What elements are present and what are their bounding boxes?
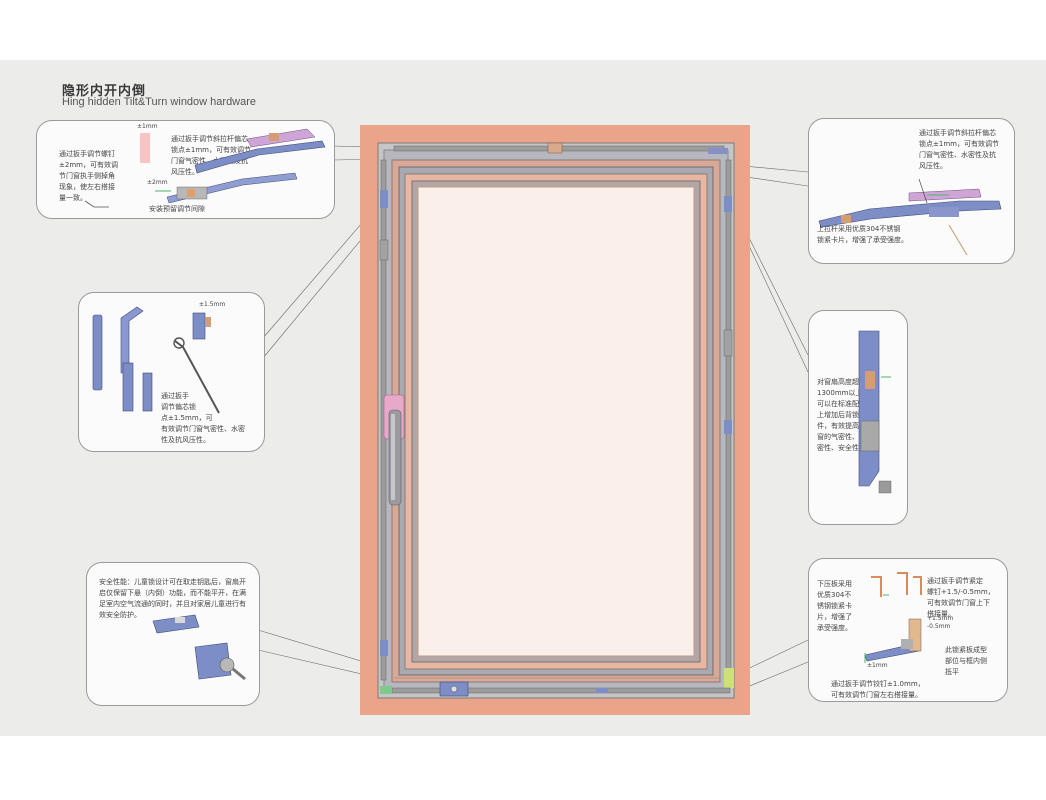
eccentric-lock-parts — [92, 306, 220, 414]
dim-top-left-1: ±1mm — [137, 123, 158, 130]
callout-top-left: 通过扳手调节螺钉 ±2mm，可有效调 节门窗执手侧掉角 现象，使左右搭接 量一致… — [36, 120, 335, 219]
callout-bottom-right-text-1: 下压板采用 优质304不 锈钢锁紧卡 片，增强了 承受强度。 — [817, 580, 852, 632]
child-lock-key-part — [152, 614, 246, 681]
callout-mid-left-text: 通过扳手 调节偏芯锁 点±1.5mm，可 有效调节门窗气密性、水密 性及抗风压性… — [161, 392, 245, 444]
callout-top-right: 通过扳手调节斜拉杆偏芯 锁点±1mm，可有效调节 门窗气密性、水密性及抗 风压性… — [808, 118, 1015, 264]
page-title-zh: 隐形内开内倒 — [62, 83, 147, 98]
pressure-plate-part — [864, 572, 922, 663]
callout-top-left-caption: 安装预留调节间隙 — [149, 205, 205, 213]
callout-mid-right-text: 对窗扇高度超过 1300mm以上， 可以在标准配置 上增加后背锁锁 件，有效提高… — [817, 378, 870, 452]
callout-top-right-text-2: 上拉杆采用优质304不锈钢 锁紧卡片，增强了承受强度。 — [817, 225, 908, 244]
callout-top-left-text: 通过扳手调节螺钉 ±2mm，可有效调 节门窗执手侧掉角 现象，使左右搭接 量一致… — [59, 150, 118, 202]
callout-bottom-right-text-4: 通过扳手调节铰钉±1.0mm， 可有效调节门窗左右搭接量。 — [831, 680, 925, 699]
callout-mid-right: 对窗扇高度超过 1300mm以上， 可以在标准配置 上增加后背锁锁 件，有效提高… — [808, 310, 908, 525]
page-title-en: Hing hidden Tilt&Turn window hardware — [62, 96, 257, 108]
callout-bottom-right-text-3: 此锁紧板成型 部位与框内侧 抵平 — [945, 646, 987, 676]
dim-bottom-right-1: +1.5mm -0.5mm — [927, 615, 954, 630]
dim-mid-left: ±1.5mm — [199, 301, 226, 308]
back-lock-part — [858, 330, 892, 494]
callout-mid-left: 通过扳手 调节偏芯锁 点±1.5mm，可 有效调节门窗气密性、水密 性及抗风压性… — [78, 292, 265, 452]
callout-bottom-right: 下压板采用 优质304不 锈钢锁紧卡 片，增强了 承受强度。 通过扳手调节紧定 … — [808, 558, 1008, 702]
window-handle — [383, 394, 405, 506]
callout-bottom-left-text: 安全性能：儿童锁设计可在取走钥匙后，窗扇开 启仅保留下悬（内倒）功能，而不能平开… — [99, 578, 246, 619]
callout-top-right-text: 通过扳手调节斜拉杆偏芯 锁点±1mm，可有效调节 门窗气密性、水密性及抗 风压性… — [919, 129, 999, 170]
window-glass-pane — [417, 186, 695, 657]
dim-bottom-right-2: ±1mm — [867, 662, 888, 669]
callout-bottom-left: 安全性能：儿童锁设计可在取走钥匙后，窗扇开 启仅保留下悬（内倒）功能，而不能平开… — [86, 562, 260, 706]
adjust-rod-part — [155, 128, 326, 204]
dim-top-left-2: ±2mm — [147, 179, 168, 186]
upper-rod-part — [818, 178, 1002, 256]
callout-bottom-right-text-2: 通过扳手调节紧定 螺钉+1.5/-0.5mm， 可有效调节门窗上下 搭接量。 — [927, 577, 995, 618]
